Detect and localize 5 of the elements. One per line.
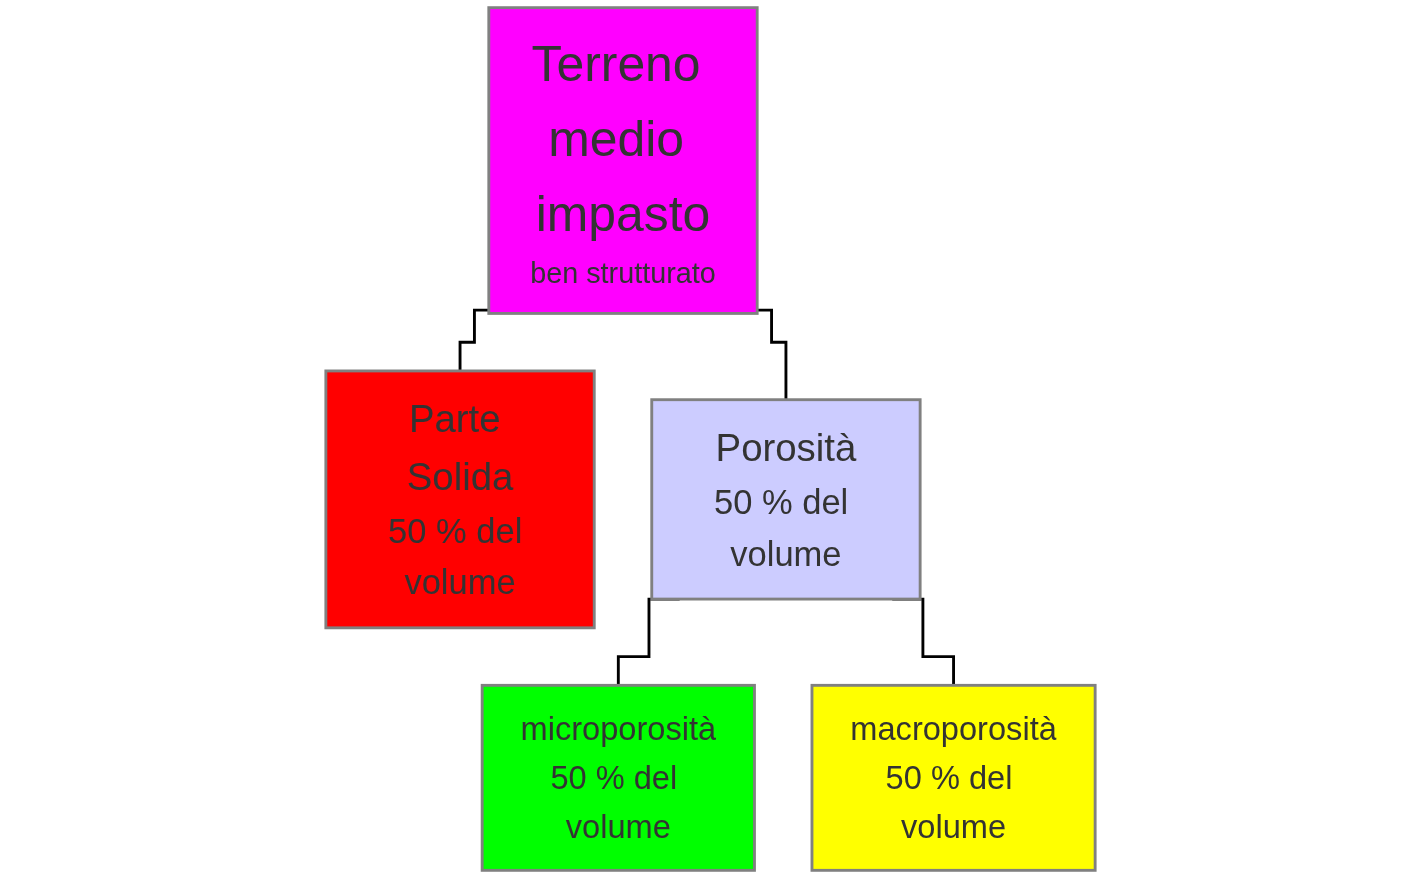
node-box: Terreno medio impasto ben strutturato [487,6,759,315]
node-box: Parte Solida 50 % del volume [324,369,596,630]
node-box: Porosità 50 % del volume [650,398,922,601]
node-box: macroporosità 50 % del volume [810,683,1097,872]
node-box: microporosità 50 % del volume [480,683,756,872]
